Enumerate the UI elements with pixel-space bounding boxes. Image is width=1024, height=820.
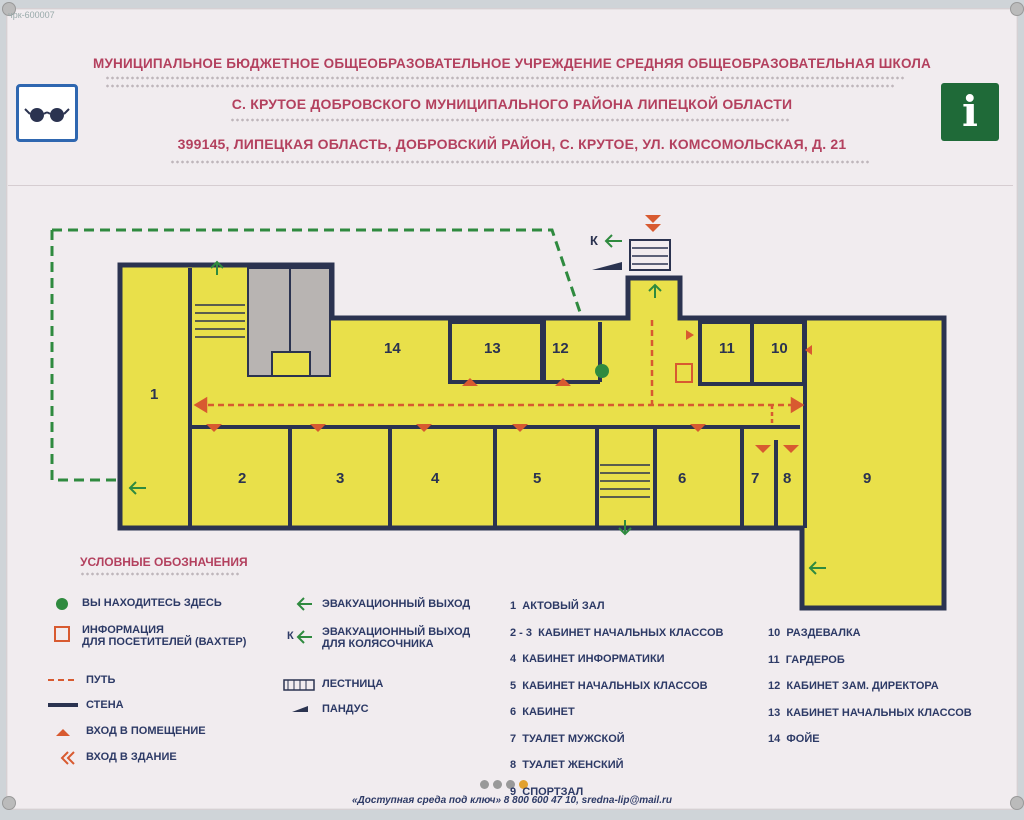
room-list-item: 9 СПОРТЗАЛ <box>510 786 583 798</box>
room-7-number: 7 <box>751 470 760 487</box>
footer-contact: «Доступная среда под ключ» 8 800 600 47 … <box>352 795 672 806</box>
room-list-name: КАБИНЕТ ИНФОРМАТИКИ <box>522 653 665 665</box>
legend-room-entry: ВХОД В ПОМЕЩЕНИЕ <box>86 725 206 737</box>
legend-info: ИНФОРМАЦИЯ ДЛЯ ПОСЕТИТЕЛЕЙ (ВАХТЕР) <box>82 624 247 648</box>
screw-icon <box>2 2 16 16</box>
room-11-number: 11 <box>719 340 735 357</box>
room-list-item: 4 КАБИНЕТ ИНФОРМАТИКИ <box>510 653 665 665</box>
braille-line <box>230 118 790 122</box>
room-list-item: 6 КАБИНЕТ <box>510 706 575 718</box>
room-list-item: 12 КАБИНЕТ ЗАМ. ДИРЕКТОРА <box>768 680 939 692</box>
room-list-name: АКТОВЫЙ ЗАЛ <box>522 600 605 612</box>
legend-wc-exit: ЭВАКУАЦИОННЫЙ ВЫХОД ДЛЯ КОЛЯСОЧНИКА <box>322 626 471 650</box>
glasses-icon <box>16 84 78 142</box>
room-list-name: ФОЙЕ <box>786 733 820 745</box>
room-13-number: 13 <box>484 340 501 357</box>
room-list-number: 12 <box>768 680 781 692</box>
room-list-item: 13 КАБИНЕТ НАЧАЛЬНЫХ КЛАССОВ <box>768 707 972 719</box>
room-list-item: 5 КАБИНЕТ НАЧАЛЬНЫХ КЛАССОВ <box>510 680 708 692</box>
room-1-number: 1 <box>150 386 159 403</box>
room-list-number: 4 <box>510 653 517 665</box>
room-2-number: 2 <box>238 470 247 487</box>
room-list-item: 11 ГАРДЕРОБ <box>768 654 845 666</box>
room-5-number: 5 <box>533 470 542 487</box>
room-list-number: 13 <box>768 706 781 719</box>
legend-stairs: ЛЕСТНИЦА <box>322 678 384 690</box>
room-list-name: СПОРТЗАЛ <box>522 785 584 798</box>
room-list-number: 10 <box>768 627 781 639</box>
room-list-name: ТУАЛЕТ МУЖСКОЙ <box>522 732 625 745</box>
room-9-number: 9 <box>863 470 872 487</box>
room-list-item: 14 ФОЙЕ <box>768 733 820 745</box>
room-3-number: 3 <box>336 470 345 487</box>
room-list-item: 7 ТУАЛЕТ МУЖСКОЙ <box>510 733 625 745</box>
room-list-number: 14 <box>768 733 781 745</box>
legend-title: УСЛОВНЫЕ ОБОЗНАЧЕНИЯ <box>80 555 248 569</box>
room-14-number: 14 <box>384 340 401 357</box>
room-list-number: 11 <box>768 653 780 666</box>
room-list-name: КАБИНЕТ НАЧАЛЬНЫХ КЛАССОВ <box>522 679 708 692</box>
braille-line <box>105 84 895 88</box>
room-list-number: 9 <box>510 785 517 798</box>
legend-wc-letter: К <box>287 630 294 642</box>
divider <box>8 185 1013 186</box>
room-list-number: 7 <box>510 732 517 745</box>
room-list-item: 10 РАЗДЕВАЛКА <box>768 627 861 639</box>
legend-you-are-here: ВЫ НАХОДИТЕСЬ ЗДЕСЬ <box>82 597 222 609</box>
braille-line <box>80 572 240 576</box>
screw-icon <box>2 796 16 810</box>
legend-path: ПУТЬ <box>86 674 116 686</box>
room-list-number: 5 <box>510 679 517 692</box>
room-list-name: РАЗДЕВАЛКА <box>786 627 861 639</box>
braille-line <box>170 160 870 164</box>
header-line-1: МУНИЦИПАЛЬНОЕ БЮДЖЕТНОЕ ОБЩЕОБРАЗОВАТЕЛЬ… <box>93 56 931 71</box>
header-line-2: С. КРУТОЕ ДОБРОВСКОГО МУНИЦИПАЛЬНОГО РАЙ… <box>231 96 793 112</box>
room-list-number: 2 - 3 <box>510 626 533 639</box>
room-list-name: КАБИНЕТ ЗАМ. ДИРЕКТОРА <box>786 680 939 692</box>
room-8-number: 8 <box>783 470 792 487</box>
room-list-name: КАБИНЕТ <box>522 706 575 718</box>
room-12-number: 12 <box>552 340 569 357</box>
wheelchair-exit-label: К <box>590 233 598 248</box>
room-list-number: 6 <box>510 706 517 718</box>
room-4-number: 4 <box>431 470 440 487</box>
room-list-number: 1 <box>510 600 517 612</box>
room-list-number: 8 <box>510 759 517 771</box>
information-icon: i <box>941 83 999 141</box>
corner-code: чрк-600007 <box>8 10 55 20</box>
legend-ramp: ПАНДУС <box>322 703 369 715</box>
room-6-number: 6 <box>678 470 687 487</box>
braille-line <box>105 76 905 80</box>
room-list-item: 2 - 3 КАБИНЕТ НАЧАЛЬНЫХ КЛАССОВ <box>510 627 723 639</box>
room-10-number: 10 <box>771 340 788 357</box>
header-line-3: 399145, ЛИПЕЦКАЯ ОБЛАСТЬ, ДОБРОВСКИЙ РАЙ… <box>177 136 847 152</box>
page-indicator[interactable] <box>480 776 550 789</box>
legend-wall: СТЕНА <box>86 699 124 711</box>
room-list-name: КАБИНЕТ НАЧАЛЬНЫХ КЛАССОВ <box>786 706 972 719</box>
room-list-item: 8 ТУАЛЕТ ЖЕНСКИЙ <box>510 759 624 771</box>
room-list-name: ГАРДЕРОБ <box>785 653 845 666</box>
room-list-name: КАБИНЕТ НАЧАЛЬНЫХ КЛАССОВ <box>538 626 724 639</box>
legend-building-entry: ВХОД В ЗДАНИЕ <box>86 751 177 763</box>
legend-evac-exit: ЭВАКУАЦИОННЫЙ ВЫХОД <box>322 598 471 610</box>
room-list-item: 1 АКТОВЫЙ ЗАЛ <box>510 600 605 612</box>
room-list-name: ТУАЛЕТ ЖЕНСКИЙ <box>522 759 624 771</box>
